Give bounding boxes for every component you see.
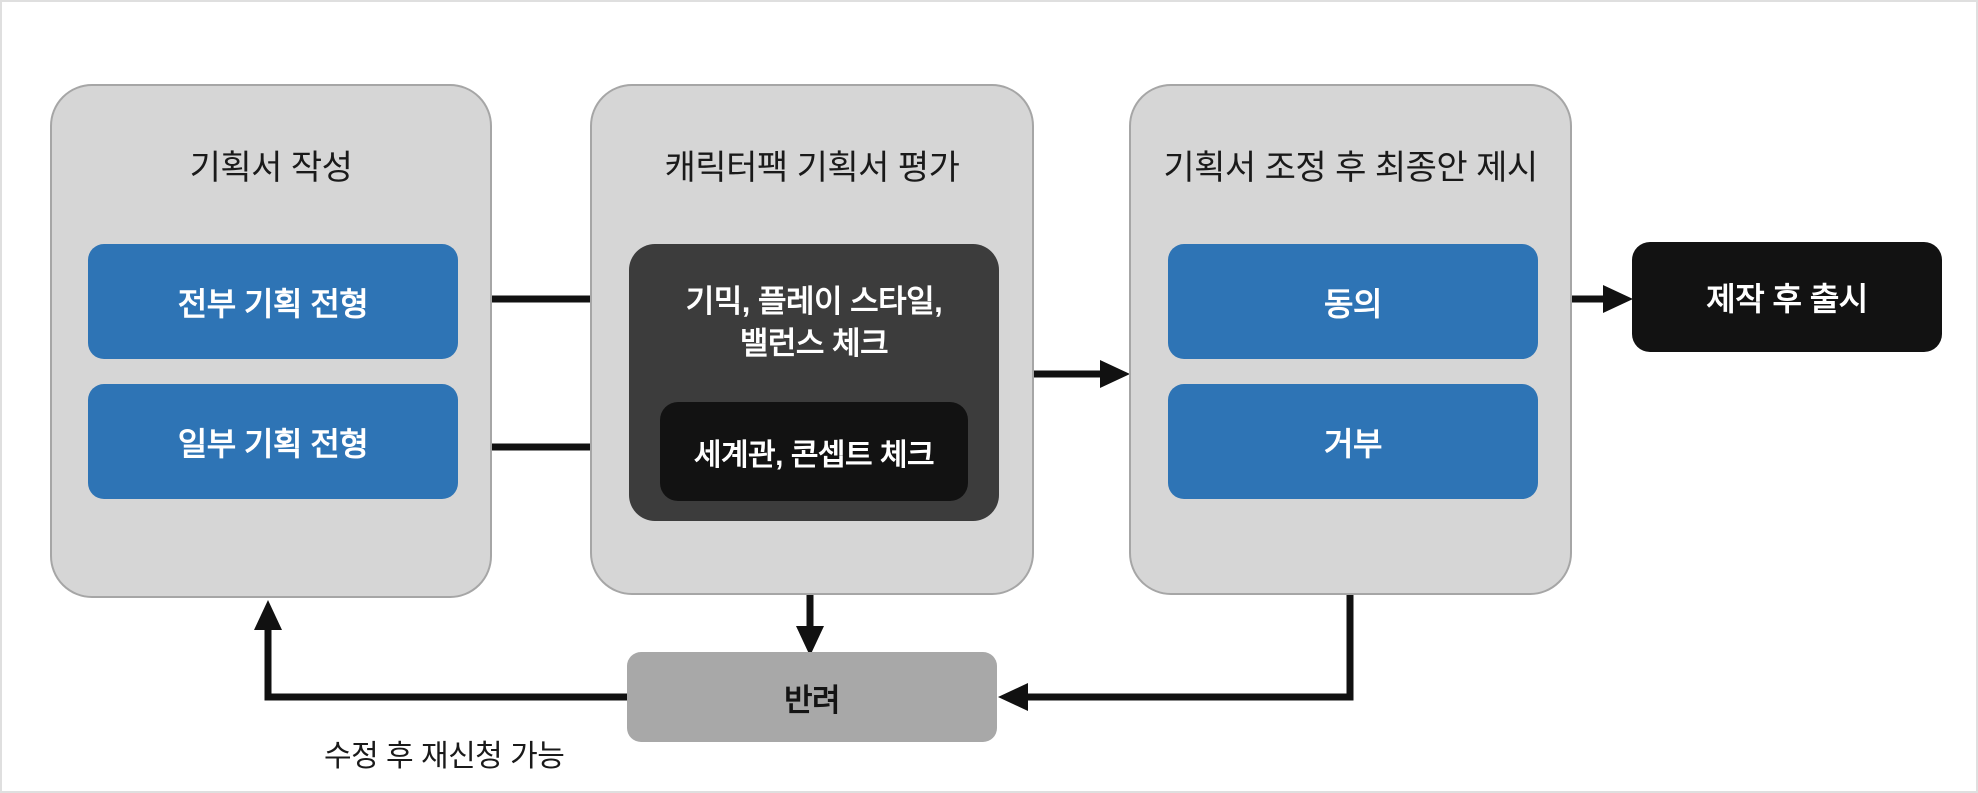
check-label-line1: 기믹, 플레이 스타일,: [685, 284, 943, 319]
stage-writing-panel: 기획서 작성 전부 기획 전형 일부 기획 전형: [50, 84, 492, 598]
node-reject-label: 반려: [783, 682, 841, 718]
node-reject: 반려: [627, 652, 997, 742]
node-release: 제작 후 출시: [1632, 242, 1942, 352]
node-full-plan-track: 전부 기획 전형: [88, 244, 458, 359]
node-partial-plan-track: 일부 기획 전형: [88, 384, 458, 499]
node-concept-check-label: 세계관, 콘셉트 체크: [693, 438, 935, 472]
arrow-reject-to-writing: [254, 600, 627, 701]
arrow-evaluate-to-reject: [796, 595, 824, 656]
node-refuse: 거부: [1168, 384, 1538, 499]
stage-adjustment-panel: 기획서 조정 후 최종안 제시 동의 거부: [1129, 84, 1572, 595]
node-full-plan-track-label: 전부 기획 전형: [177, 285, 369, 322]
check-label-line2: 밸런스 체크: [739, 326, 889, 361]
node-gimmick-balance-check-label: 기믹, 플레이 스타일, 밸런스 체크: [629, 244, 999, 402]
stage-evaluation-panel: 캐릭터팩 기획서 평가 기믹, 플레이 스타일, 밸런스 체크 세계관, 콘셉트…: [590, 84, 1034, 595]
node-agree-label: 동의: [1324, 285, 1382, 322]
node-concept-check: 세계관, 콘셉트 체크: [660, 402, 968, 501]
node-release-label: 제작 후 출시: [1706, 281, 1868, 317]
stage-writing-title: 기획서 작성: [189, 149, 353, 187]
stage-adjustment-title: 기획서 조정 후 최종안 제시: [1163, 149, 1538, 187]
resubmit-note: 수정 후 재신청 가능: [324, 740, 565, 773]
node-refuse-label: 거부: [1324, 425, 1382, 462]
node-gimmick-balance-check: 기믹, 플레이 스타일, 밸런스 체크 세계관, 콘셉트 체크: [629, 244, 999, 521]
stage-evaluation-title: 캐릭터팩 기획서 평가: [664, 149, 960, 187]
node-partial-plan-track-label: 일부 기획 전형: [177, 425, 369, 462]
node-agree: 동의: [1168, 244, 1538, 359]
